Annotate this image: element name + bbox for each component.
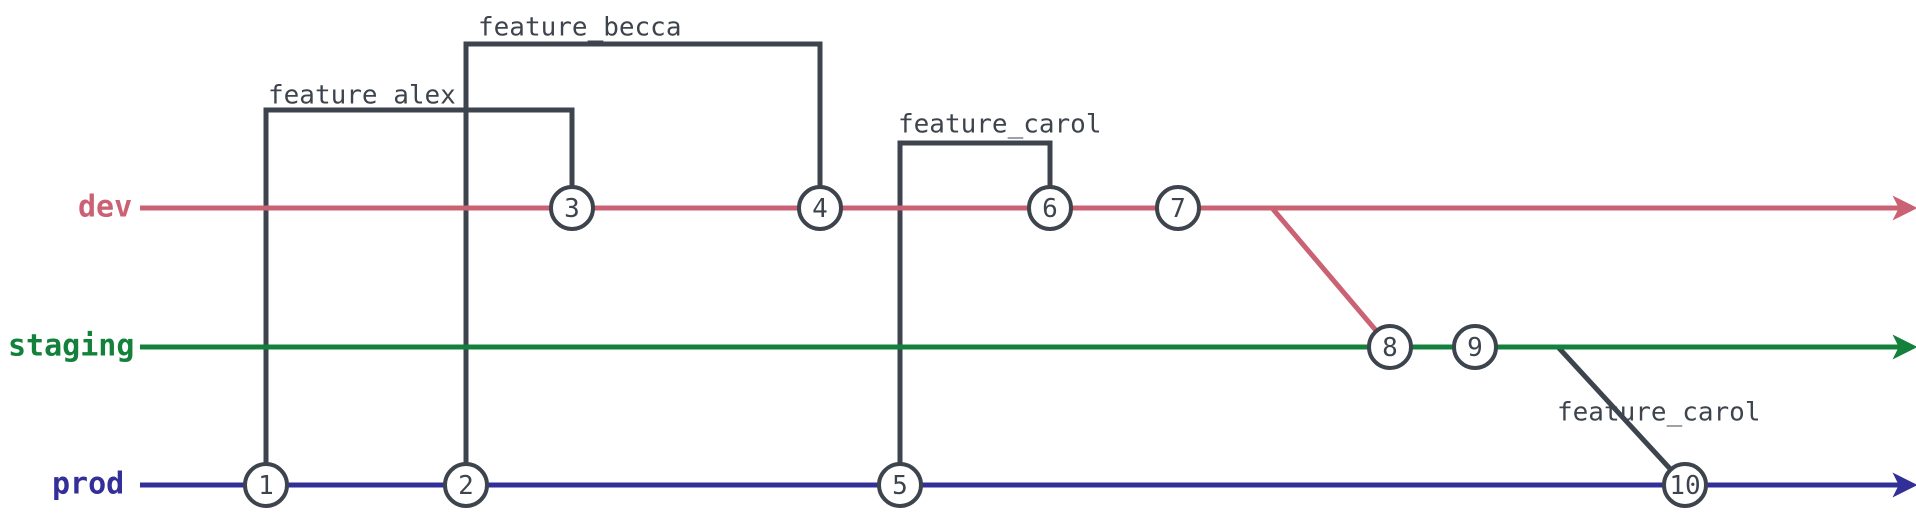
commit-label-1: 1: [258, 471, 274, 501]
feature-branch-path-feature-carol-prod: [1556, 345, 1687, 487]
branch-line-layer: [140, 195, 1916, 498]
commit-circle-8[interactable]: [1367, 324, 1413, 370]
feature-branch-path-feature-alex: [263, 107, 575, 485]
commit-circle-10[interactable]: [1662, 462, 1708, 508]
commit-node-2[interactable]: 2: [443, 462, 489, 508]
feature-branch-label-feature-carol-prod: feature_carol: [1557, 398, 1761, 428]
commit-node-7[interactable]: 7: [1155, 185, 1201, 231]
feature-branch-layer: feature_alexfeature_beccafeature_carolfe…: [263, 13, 1761, 487]
commit-label-2: 2: [458, 471, 474, 501]
commit-node-8[interactable]: 8: [1367, 324, 1413, 370]
commit-node-6[interactable]: 6: [1027, 185, 1073, 231]
commit-node-layer: 1 2 3 4 5 6 7 8 9 10: [243, 185, 1708, 508]
commit-label-3: 3: [564, 194, 580, 224]
feature-branch-path-feature-carol-dev: [897, 140, 1053, 485]
commit-node-9[interactable]: 9: [1452, 324, 1498, 370]
commit-circle-6[interactable]: [1027, 185, 1073, 231]
commit-node-4[interactable]: 4: [797, 185, 843, 231]
commit-node-10[interactable]: 10: [1662, 462, 1708, 508]
commit-node-3[interactable]: 3: [549, 185, 595, 231]
branch-label-staging: staging: [8, 329, 134, 364]
branch-label-prod: prod: [52, 467, 124, 502]
commit-label-8: 8: [1382, 333, 1398, 363]
feature-branch-path-feature-becca: [463, 41, 823, 485]
commit-circle-9[interactable]: [1452, 324, 1498, 370]
merge-line-merge-dev-to-staging: [1270, 206, 1392, 349]
feature-branch-label-feature-alex: feature_alex: [268, 81, 456, 111]
commit-label-4: 4: [812, 194, 828, 224]
feature-branch-label-feature-carol-dev: feature_carol: [898, 110, 1102, 140]
commit-circle-1[interactable]: [243, 462, 289, 508]
commit-circle-7[interactable]: [1155, 185, 1201, 231]
commit-label-7: 7: [1170, 194, 1186, 224]
merge-line-layer: [1270, 206, 1392, 349]
commit-circle-4[interactable]: [797, 185, 843, 231]
branch-label-dev: dev: [78, 190, 132, 225]
branch-label-layer: dev staging prod: [8, 190, 134, 502]
commit-circle-3[interactable]: [549, 185, 595, 231]
commit-circle-5[interactable]: [877, 462, 923, 508]
commit-node-5[interactable]: 5: [877, 462, 923, 508]
feature-branch-label-feature-becca: feature_becca: [478, 13, 682, 43]
commit-label-5: 5: [892, 471, 908, 501]
commit-label-6: 6: [1042, 194, 1058, 224]
commit-circle-2[interactable]: [443, 462, 489, 508]
commit-label-10: 10: [1669, 471, 1700, 501]
commit-label-9: 9: [1467, 333, 1483, 363]
commit-node-1[interactable]: 1: [243, 462, 289, 508]
